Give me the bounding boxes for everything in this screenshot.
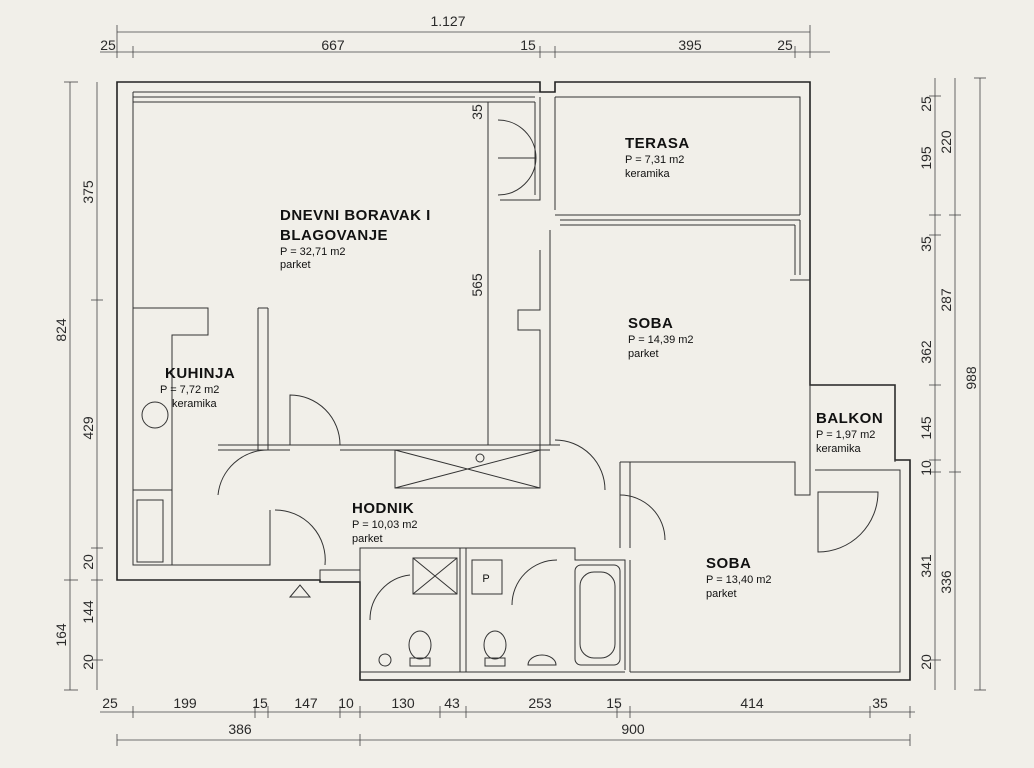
room-area-bedroom2: P = 13,40 m2 xyxy=(706,574,772,586)
dim-right-inner: 145 xyxy=(918,416,934,440)
dim-bottom-seg: 253 xyxy=(528,695,552,711)
dim-top-seg: 25 xyxy=(777,37,793,53)
room-name-terrace: TERASA xyxy=(625,135,690,152)
room-name-bedroom2: SOBA xyxy=(706,555,751,572)
room-area-kitchen: P = 7,72 m2 xyxy=(160,384,219,396)
room-name-bedroom1: SOBA xyxy=(628,315,673,332)
dim-top-seg: 25 xyxy=(100,37,116,53)
bathtub-icon xyxy=(574,564,621,666)
dim-top-seg: 667 xyxy=(321,37,345,53)
washbasin-icon xyxy=(527,654,557,666)
doors xyxy=(217,119,879,621)
dim-right-mid: 220 xyxy=(938,130,954,154)
dim-left-inner: 20 xyxy=(80,654,96,670)
dim-bottom-seg: 147 xyxy=(294,695,318,711)
dim-right-inner: 20 xyxy=(918,654,934,670)
dim-right-outer: 988 xyxy=(963,366,979,390)
door-swing xyxy=(554,439,606,491)
dim-interior: 565 xyxy=(469,273,485,297)
room-name-hall: HODNIK xyxy=(352,500,414,517)
sink-icon xyxy=(141,401,169,429)
room-name-living: DNEVNI BORAVAK I xyxy=(280,207,431,224)
dim-top-total: 1.127 xyxy=(430,13,465,29)
room-name-living-2: BLAGOVANJE xyxy=(280,227,388,244)
room-floor-bedroom2: parket xyxy=(706,588,737,600)
dim-right-inner: 25 xyxy=(918,96,934,112)
dim-interior: 35 xyxy=(469,104,485,120)
dim-top-seg: 15 xyxy=(520,37,536,53)
dim-bottom-total: 900 xyxy=(621,721,645,737)
shaft-label: P xyxy=(482,573,489,585)
dim-top-seg: 395 xyxy=(678,37,702,53)
door-swing xyxy=(274,509,326,566)
room-area-hall: P = 10,03 m2 xyxy=(352,519,418,531)
room-area-balcony: P = 1,97 m2 xyxy=(816,429,875,441)
toilet-icon xyxy=(483,630,507,660)
dim-bottom-seg: 25 xyxy=(102,695,118,711)
door-swing xyxy=(369,574,411,621)
room-floor-living: parket xyxy=(280,259,311,271)
dim-bottom-seg: 199 xyxy=(173,695,197,711)
dim-bottom-total: 386 xyxy=(228,721,252,737)
dim-bottom-seg: 15 xyxy=(606,695,622,711)
room-floor-bedroom1: parket xyxy=(628,348,659,360)
dim-bottom-seg: 130 xyxy=(391,695,415,711)
washbasin-icon xyxy=(378,653,392,667)
door-swing xyxy=(619,494,666,541)
room-labels: DNEVNI BORAVAK I BLAGOVANJE P = 32,71 m2… xyxy=(160,135,883,600)
dim-left-inner: 144 xyxy=(80,600,96,624)
toilet-icon xyxy=(408,630,432,660)
door-swing xyxy=(289,394,341,446)
dim-left-inner: 20 xyxy=(80,554,96,570)
room-area-bedroom1: P = 14,39 m2 xyxy=(628,334,694,346)
dim-left-inner: 375 xyxy=(80,180,96,204)
door-swing xyxy=(817,491,879,553)
dim-right-inner: 362 xyxy=(918,340,934,364)
dim-right-inner: 35 xyxy=(918,236,934,252)
room-floor-hall: parket xyxy=(352,533,383,545)
dim-left-outer: 164 xyxy=(53,623,69,647)
fixtures: P xyxy=(141,401,621,667)
dim-bottom-seg: 35 xyxy=(872,695,888,711)
walls xyxy=(116,81,911,681)
duct-shaft xyxy=(412,557,458,595)
room-area-living: P = 32,71 m2 xyxy=(280,246,346,258)
dim-bottom-seg: 43 xyxy=(444,695,460,711)
dim-bottom-seg: 15 xyxy=(252,695,268,711)
dimension-labels: 1.127 25 667 15 395 25 25 199 15 147 10 … xyxy=(53,13,979,737)
room-floor-kitchen: keramika xyxy=(172,398,218,410)
room-name-kitchen: KUHINJA xyxy=(165,365,235,382)
door-swing xyxy=(497,119,537,159)
door-swing xyxy=(511,559,558,606)
dim-left-inner: 429 xyxy=(80,416,96,440)
entrance-arrow-icon xyxy=(288,584,312,598)
dim-bottom-seg: 414 xyxy=(740,695,764,711)
dim-right-inner: 195 xyxy=(918,146,934,170)
dimension-lines xyxy=(64,25,986,746)
door-swing xyxy=(217,449,269,496)
room-area-terrace: P = 7,31 m2 xyxy=(625,154,684,166)
room-floor-balcony: keramika xyxy=(816,443,862,455)
dim-right-inner: 10 xyxy=(918,460,934,476)
dim-left-outer: 824 xyxy=(53,318,69,342)
room-name-balcony: BALKON xyxy=(816,410,883,427)
dim-right-mid: 336 xyxy=(938,570,954,594)
room-floor-terrace: keramika xyxy=(625,168,671,180)
dim-bottom-seg: 10 xyxy=(338,695,354,711)
installation-shaft xyxy=(471,559,503,595)
door-swing xyxy=(497,157,537,196)
dim-right-inner: 341 xyxy=(918,554,934,578)
dim-right-mid: 287 xyxy=(938,288,954,312)
